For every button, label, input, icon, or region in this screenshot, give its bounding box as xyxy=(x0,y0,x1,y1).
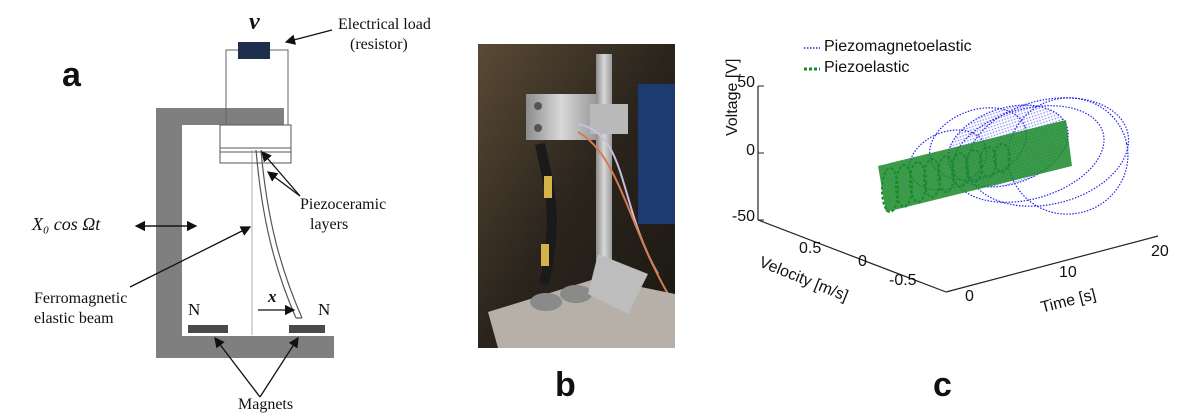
piezo-label-line1: Piezoceramic xyxy=(300,196,387,213)
magnets-label: Magnets xyxy=(238,396,294,413)
piezoelastic-trajectory-loop xyxy=(937,155,955,193)
legend xyxy=(804,47,820,71)
legend-label-piezomagnetoelastic: Piezomagnetoelastic xyxy=(824,38,972,55)
piezomagnetoelastic-trajectory-ring xyxy=(1007,97,1129,215)
schematic-diagram xyxy=(129,29,334,398)
circuit-wires xyxy=(225,49,289,125)
north-label-right: N xyxy=(318,300,331,319)
magnet-left xyxy=(188,325,228,333)
beam xyxy=(251,149,303,335)
voltage-tick-50: 50 xyxy=(737,74,755,91)
load-label-line2: (resistor) xyxy=(350,36,408,53)
voltage-symbol: v xyxy=(249,9,260,35)
panel-b-letter: b xyxy=(555,366,576,404)
piezoelastic-trajectory-loop xyxy=(993,143,1011,173)
resistor xyxy=(238,42,270,59)
beam-label-line1: Ferromagnetic xyxy=(34,290,128,307)
axis-ticks xyxy=(758,85,764,221)
piezoelastic-trajectory-loop xyxy=(909,161,927,203)
annotation-arrows xyxy=(129,29,333,398)
chart-3d xyxy=(757,47,1159,293)
piezo-label-line2: layers xyxy=(310,216,349,233)
piezoelastic-trajectory-loop xyxy=(979,146,997,178)
velocity-tick-0.5: 0.5 xyxy=(799,240,822,257)
displacement-symbol: x xyxy=(268,287,277,306)
voltage-tick-minus50: -50 xyxy=(731,208,755,225)
excitation-label: X₀ cos Ωt xyxy=(32,214,101,234)
velocity-tick-0: 0 xyxy=(858,253,867,270)
piezoelastic-trajectory-loop xyxy=(881,167,899,213)
piezoelastic-trajectory-loop xyxy=(965,149,983,183)
piezoelastic-trajectory-loop xyxy=(951,152,969,188)
beam-label-line2: elastic beam xyxy=(34,310,114,327)
load-label-line1: Electrical load xyxy=(338,16,431,33)
clamp-box xyxy=(219,124,292,164)
time-tick-0: 0 xyxy=(965,288,974,305)
panel-c-letter: c xyxy=(933,366,952,404)
legend-label-piezoelastic: Piezoelastic xyxy=(824,59,910,76)
voltage-axis-text: Voltage [V] xyxy=(724,58,741,136)
time-tick-20: 20 xyxy=(1151,243,1169,260)
time-tick-10: 10 xyxy=(1059,264,1077,281)
frame xyxy=(156,108,334,358)
panel-a-letter: a xyxy=(62,56,81,94)
magnet-right xyxy=(289,325,325,333)
piezoelastic-trajectory-loop xyxy=(895,164,913,208)
velocity-tick-minus0.5: -0.5 xyxy=(889,272,917,289)
piezoelastic-trajectory-loop xyxy=(923,158,941,198)
experiment-photo xyxy=(478,44,675,348)
voltage-axis-label: Voltage [V] xyxy=(724,59,742,136)
series-piezoelastic xyxy=(878,120,1072,213)
voltage-tick-0: 0 xyxy=(746,142,755,159)
north-label-left: N xyxy=(188,300,201,319)
